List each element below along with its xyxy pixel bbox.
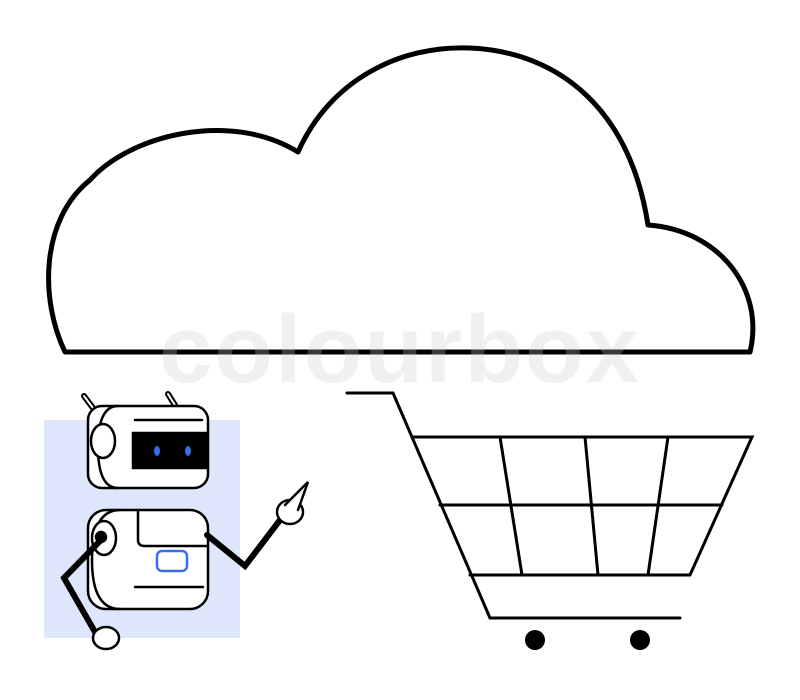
robot-eye [185,446,191,456]
robot-eye [154,446,160,456]
cloud-icon [46,45,756,355]
robot-illustration [60,391,310,651]
watermark: colourbox [158,296,641,403]
shopping-cart-icon [345,391,755,650]
